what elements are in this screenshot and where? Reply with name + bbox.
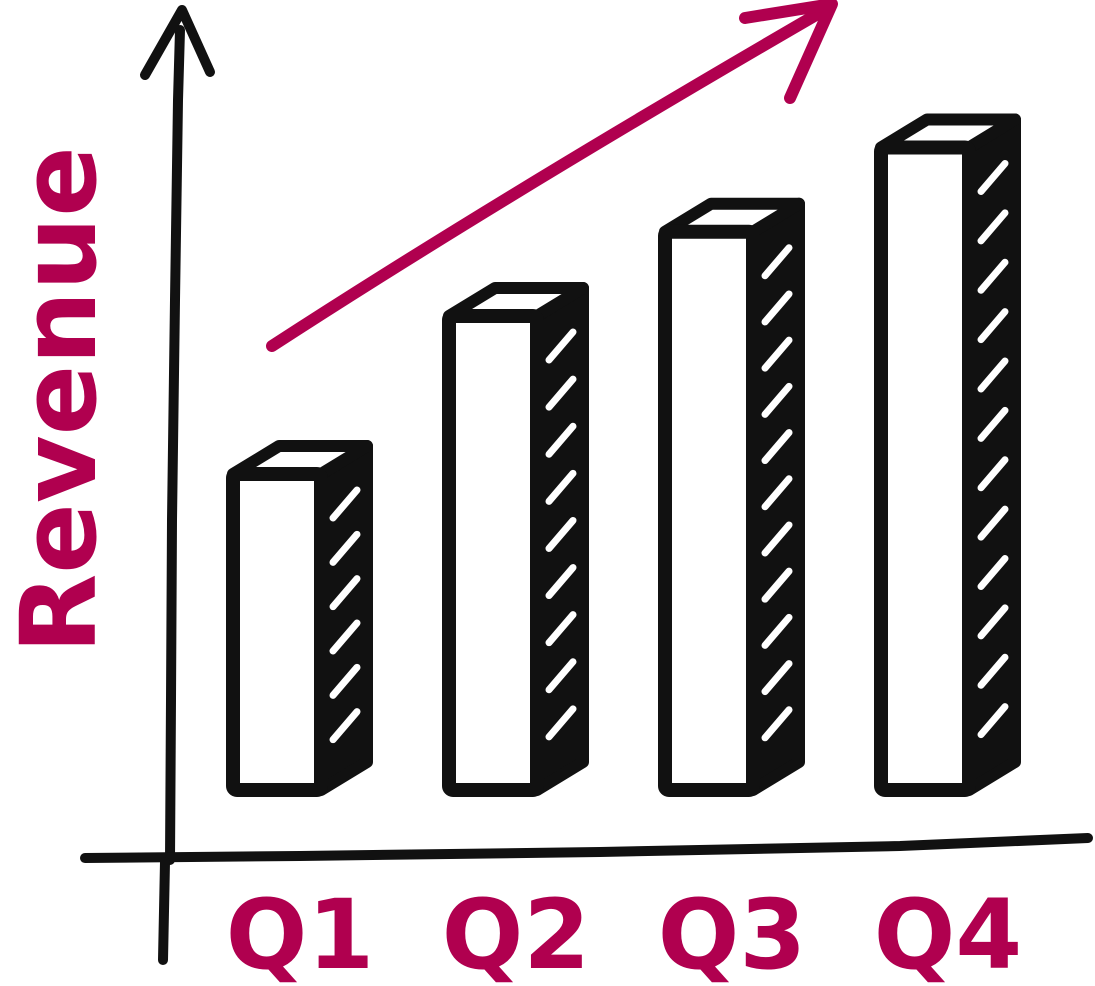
x-tick-label: Q4 [874,879,1022,986]
y-axis-arrowhead [140,5,215,80]
bar-hatch-mark [761,290,793,326]
bar-hatch-mark [761,567,793,603]
x-axis [80,833,1093,863]
bar-q3 [658,197,805,797]
bar-q4 [874,113,1021,797]
bar-hatch-mark [329,663,361,699]
bar-hatch-mark [977,505,1009,541]
x-tick-label: Q1 [226,879,374,986]
bar-hatch-mark [545,375,577,411]
bar-front-face [226,467,328,797]
bar-hatch-mark [977,456,1009,492]
trend-arrow-line [266,2,834,352]
bar-hatch-mark [761,613,793,649]
bar-hatch-mark [545,328,577,364]
bar-hatch-mark [761,475,793,511]
y-axis-label: Revenue [0,146,120,654]
bar-hatch-mark [977,554,1009,590]
bar-hatch-mark [329,708,361,744]
bar-hatch-mark [977,357,1009,393]
bar-hatch-mark [977,653,1009,689]
bar-hatch-mark [545,422,577,458]
bar-hatch-mark [977,406,1009,442]
x-tick-label: Q3 [658,879,806,986]
bar-hatch-mark [761,336,793,372]
x-tick-label: Q2 [442,879,590,986]
trend-arrow [266,0,838,352]
bar-front-face [658,224,760,797]
y-axis [165,25,185,865]
bar-hatch-mark [977,604,1009,640]
bars [226,113,1021,797]
bar-hatch-mark [545,469,577,505]
bar-hatch-mark [761,429,793,465]
bar-hatch-mark [329,619,361,655]
bar-q2 [442,282,589,797]
x-axis-tail [158,857,170,965]
bar-hatch-mark [761,382,793,418]
bar-hatch-mark [329,486,361,522]
bar-hatch-mark [761,660,793,696]
bar-hatch-mark [761,521,793,557]
bar-hatch-mark [545,658,577,694]
bar-hatch-mark [977,258,1009,294]
bar-hatch-mark [977,159,1009,195]
bar-q1 [226,440,373,797]
bar-hatch-mark [977,308,1009,344]
bar-hatch-mark [977,703,1009,739]
bar-hatch-mark [545,705,577,741]
x-tick-labels: Q1 Q2 Q3 Q4 [226,879,1022,986]
trend-arrow-head [739,0,838,104]
bar-hatch-mark [545,516,577,552]
bar-front-face [874,140,976,797]
bar-front-face [442,309,544,797]
bar-hatch-mark [761,706,793,742]
bar-hatch-mark [329,575,361,611]
bar-hatch-mark [761,244,793,280]
bar-hatch-mark [545,564,577,600]
bar-hatch-mark [977,209,1009,245]
bar-hatch-mark [545,611,577,647]
bar-hatch-mark [329,530,361,566]
